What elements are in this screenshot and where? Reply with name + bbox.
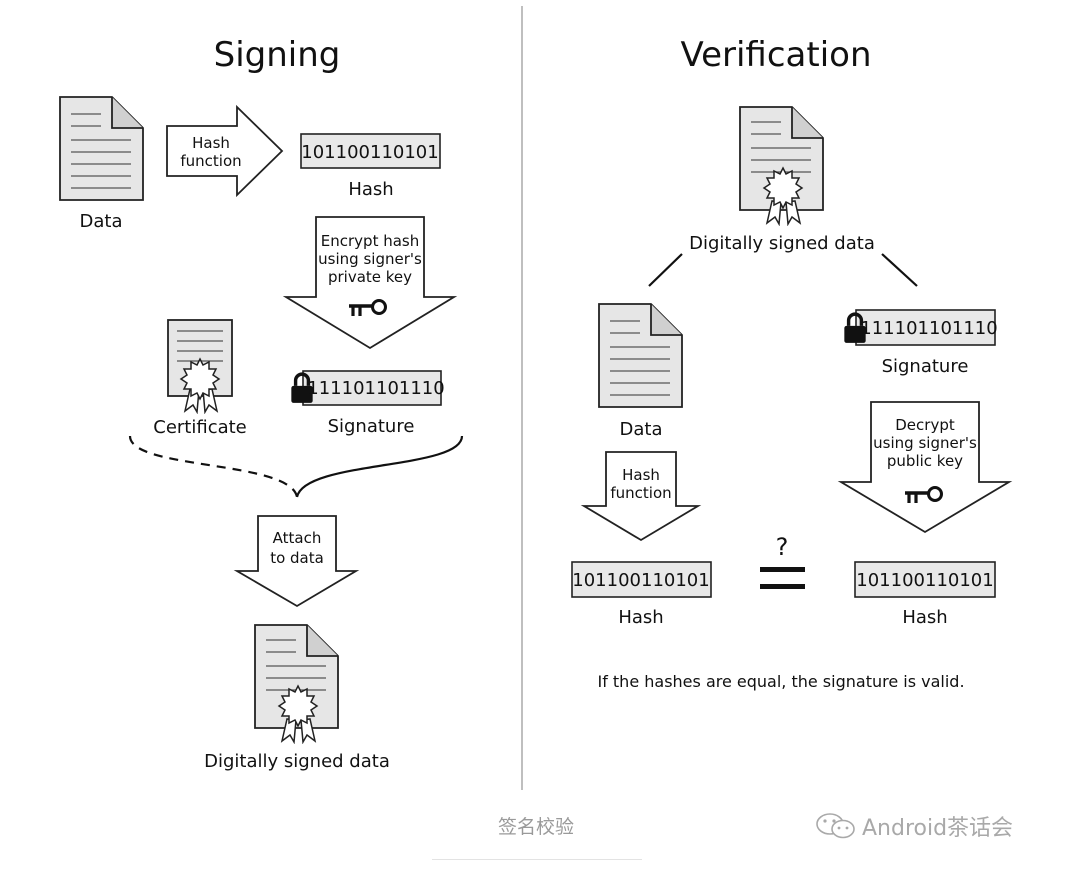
hash-value: 101100110101 <box>301 142 438 163</box>
encrypt-label: using signer's <box>318 250 422 268</box>
document-icon <box>59 96 144 201</box>
document-icon <box>598 303 683 408</box>
certificate-brace <box>128 435 299 498</box>
hash-function-label: function <box>610 484 671 502</box>
equals-sign <box>760 584 805 589</box>
hash-box <box>571 561 712 598</box>
signed-document-icon <box>254 624 339 743</box>
figure-caption: 签名校验 <box>497 816 574 838</box>
decrypt-arrow <box>837 401 1013 534</box>
compare-question-mark: ? <box>776 533 789 561</box>
decrypt-label: Decrypt <box>895 416 955 434</box>
wechat-icon <box>816 813 855 839</box>
verification-title: Verification <box>680 35 871 75</box>
verification-data-label: Data <box>620 419 663 440</box>
signing-data-label: Data <box>80 211 123 232</box>
attach-label: to data <box>270 549 324 567</box>
equals-sign <box>760 567 805 572</box>
signature-box <box>855 309 996 346</box>
split-line-left <box>648 253 683 287</box>
hash-function-arrow <box>166 104 284 198</box>
split-line-right <box>881 253 918 287</box>
signing-title: Signing <box>214 35 341 75</box>
decrypt-label: using signer's <box>873 434 977 452</box>
signature-value: 111101101110 <box>307 378 444 399</box>
certificate-icon <box>167 319 233 413</box>
encrypt-arrow <box>282 216 458 350</box>
hash-function-arrow <box>580 451 702 542</box>
verification-signed-data-label: Digitally signed data <box>689 233 875 254</box>
caption-divider <box>432 859 642 860</box>
signed-document-icon <box>739 106 824 225</box>
certificate-label: Certificate <box>153 417 247 438</box>
conclusion-text: If the hashes are equal, the signature i… <box>597 672 964 691</box>
hash-function-label: function <box>180 152 241 170</box>
encrypt-label: private key <box>328 268 412 286</box>
signature-label: Signature <box>328 416 415 437</box>
hash-function-label: Hash <box>622 466 660 484</box>
signature-brace <box>295 435 464 498</box>
hash-label: Hash <box>618 607 663 628</box>
signature-value: 111101101110 <box>860 318 997 339</box>
hash-value: 101100110101 <box>572 570 709 591</box>
encrypt-label: Encrypt hash <box>321 232 419 250</box>
signature-label: Signature <box>882 356 969 377</box>
signing-signed-data-label: Digitally signed data <box>204 751 390 772</box>
hash-function-label: Hash <box>192 134 230 152</box>
hash-label: Hash <box>348 179 393 200</box>
decrypt-label: public key <box>887 452 963 470</box>
hash-box <box>300 133 441 169</box>
watermark-text: Android茶话会 <box>862 816 1014 841</box>
hash-box <box>854 561 996 598</box>
attach-arrow <box>233 515 360 608</box>
hash-value: 101100110101 <box>856 570 993 591</box>
hash-label: Hash <box>902 607 947 628</box>
attach-label: Attach <box>273 529 322 547</box>
watermark: Android茶话会 <box>814 810 1013 842</box>
